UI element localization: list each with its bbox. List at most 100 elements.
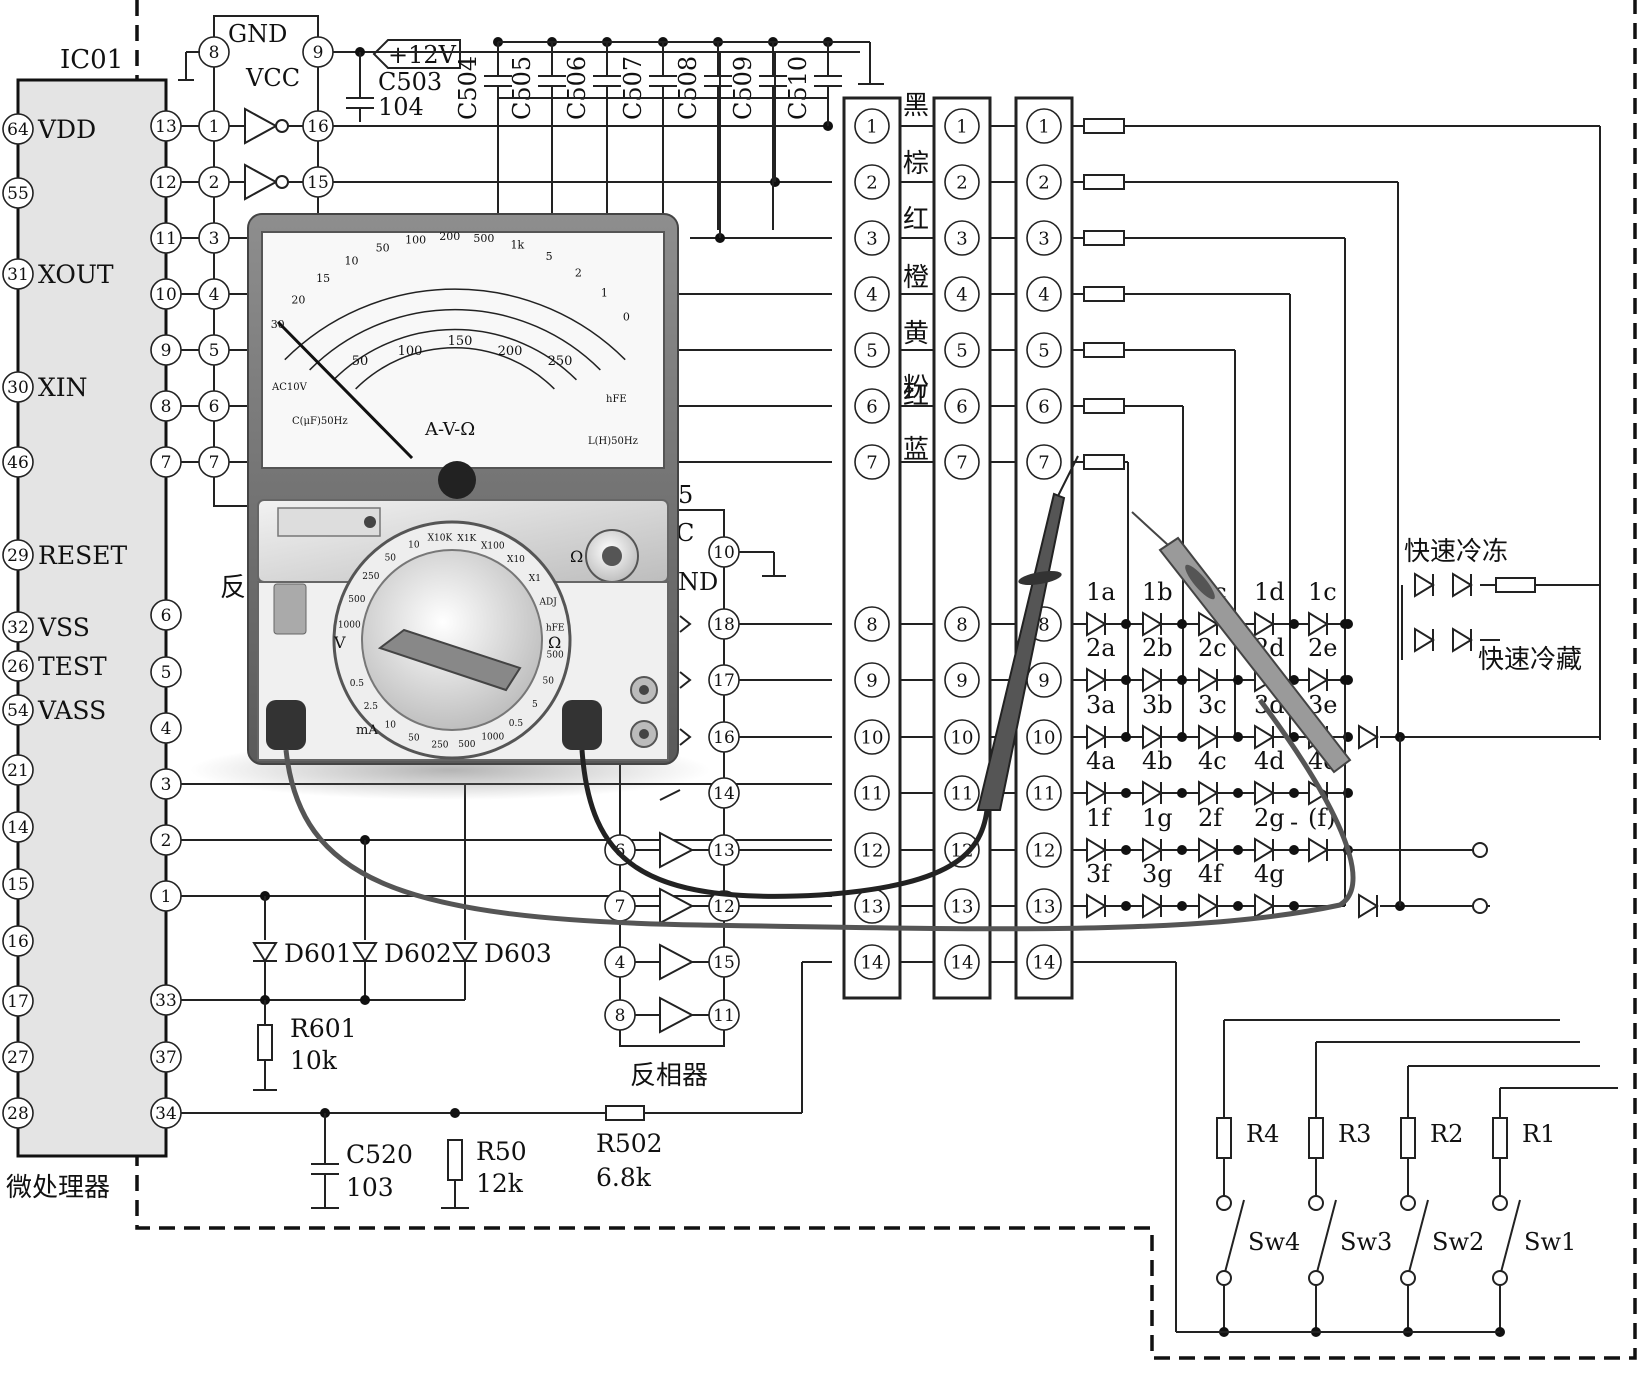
inverter-top-out-pin: 15 <box>302 166 334 198</box>
inverter-bottom-out-pin: 11 <box>708 999 740 1031</box>
range-dial-tick: X10K <box>428 534 453 544</box>
diode-icon <box>1142 780 1163 806</box>
diode-icon <box>1452 572 1473 598</box>
diode-icon <box>1308 837 1329 863</box>
meter-ohm-tick: 1 <box>601 286 608 299</box>
connector-pin-label: 9 <box>1038 670 1049 691</box>
connector-pin-label: 12 <box>861 840 884 861</box>
connector-pin: 5 <box>944 332 980 368</box>
connector-pin-label: 8 <box>866 614 877 635</box>
inverter-top-gnd-pin-label: 8 <box>209 43 220 63</box>
connector-pin: 7 <box>854 444 890 480</box>
meter-label-ac10v: AC10V <box>271 382 308 393</box>
ic01-right-pin: 6 <box>150 599 182 631</box>
inverter-bottom-out-pin: 18 <box>708 608 740 640</box>
ic01-right-pin-label: 4 <box>161 719 172 739</box>
ic01-right-pin: 8 <box>150 390 182 422</box>
diode-icon <box>1254 837 1275 863</box>
switch-label: Sw1 <box>1524 1228 1576 1256</box>
junction-dot <box>450 1108 460 1118</box>
range-dial-tick: ADJ <box>539 598 558 608</box>
inverter-bottom-out-pin: 15 <box>708 946 740 978</box>
range-dial-tick: 0.5 <box>509 719 524 729</box>
meter-scale-arc <box>309 308 601 371</box>
connector-pin-label: 3 <box>956 228 967 249</box>
inverter-top-in-pin-label: 7 <box>209 453 220 473</box>
ic01-left-pin-label: 27 <box>7 1048 29 1068</box>
inverter-top-in-pin: 3 <box>198 222 230 254</box>
inverter-bottom-out-pin-label: 14 <box>713 784 735 804</box>
junction-dot <box>1340 619 1350 629</box>
ic01-right-pin: 1 <box>150 880 182 912</box>
junction-dot <box>1177 675 1187 685</box>
black-probe-guard <box>1018 570 1062 586</box>
connector-pin: 10 <box>854 719 890 755</box>
ic01-left-pin-label: 29 <box>7 546 29 566</box>
ohm-adjust-center <box>602 546 622 566</box>
inverter-bottom-out-pin: 17 <box>708 664 740 696</box>
dial-v-symbol: V <box>333 633 346 652</box>
ic01-left-pin-name: TEST <box>38 652 107 681</box>
switch-label: Sw2 <box>1432 1228 1484 1256</box>
led-label: 3g <box>1142 860 1173 888</box>
connector-pin: 1 <box>1026 108 1062 144</box>
ic01-body <box>16 78 168 1158</box>
connector-pin: 11 <box>944 775 980 811</box>
range-dial-tick: 500 <box>458 740 475 750</box>
connector-pin-label: 14 <box>1033 952 1056 973</box>
ic01-left-pin-label: 28 <box>7 1104 29 1124</box>
connector-pin: 5 <box>854 332 890 368</box>
meter-dc-tick: 250 <box>548 354 573 369</box>
connector-pin: 9 <box>944 662 980 698</box>
connector-pin-label: 13 <box>951 896 974 917</box>
meter-label-cuf: C(μF)50Hz <box>292 416 348 427</box>
switch-resistor-label: R3 <box>1338 1120 1371 1148</box>
switch-contact <box>1492 1270 1508 1286</box>
inverter-bottom-in-pin: 8 <box>604 999 636 1031</box>
connector-pin-label: 13 <box>861 896 884 917</box>
inverter-top-in-pin: 2 <box>198 166 230 198</box>
inverter-bottom-gnd-pin-label: 10 <box>713 543 735 563</box>
cap-c520-ref: C520 <box>346 1140 413 1169</box>
supply-label: +12V <box>388 41 457 69</box>
buffer-gate-icon <box>659 943 695 981</box>
meter-dc-tick: 200 <box>498 344 523 359</box>
inverter-bottom-out-pin-label: 12 <box>713 897 735 917</box>
connector-pin-label: 1 <box>1038 116 1049 137</box>
black-probe-lead <box>579 749 991 899</box>
inverter-top-vcc-pin: 9 <box>302 36 334 68</box>
buffer-gate-icon <box>659 996 695 1034</box>
diode-icon <box>1198 724 1219 750</box>
meter-scale-arc <box>333 328 577 381</box>
cap-ref: C505 <box>508 56 536 120</box>
wire-color-label: 黄 <box>903 319 929 349</box>
inverter-bottom-out-pin: 16 <box>708 721 740 753</box>
connector-pin-label: 3 <box>1038 228 1049 249</box>
led-label: 2e <box>1308 634 1337 662</box>
range-dial-tick: hFE <box>546 624 565 634</box>
range-dial-tick: 10 <box>408 540 420 550</box>
diode-icon <box>1358 893 1379 919</box>
ic01-left-pin-name: XOUT <box>38 260 114 289</box>
connector-pin: 2 <box>854 164 890 200</box>
inverter-bottom-label: 反相器 <box>630 1061 708 1091</box>
fast-freeze-label: 快速冷冻 <box>1404 537 1508 567</box>
connector-pin: 7 <box>944 444 980 480</box>
ic01-left-pin-label: 14 <box>7 818 29 838</box>
ic01-left-pin: 14 <box>2 811 34 843</box>
connector-pin-label: 8 <box>956 614 967 635</box>
segment-resistor <box>1083 286 1125 302</box>
wire-color-label: 橙 <box>903 263 929 293</box>
connector-pin: 1 <box>854 108 890 144</box>
switch-contact <box>1216 1195 1232 1211</box>
cap-ref: C504 <box>454 56 482 120</box>
connector-pin-label: 11 <box>1033 783 1056 804</box>
ic01-left-pin: 15 <box>2 868 34 900</box>
inverter-bottom-out-pin-label: 13 <box>713 841 735 861</box>
connector-pin-label: 8 <box>1038 614 1049 635</box>
ic01-right-pin-label: 6 <box>161 606 172 626</box>
diode-icon <box>252 942 278 963</box>
inverter-bottom-out-pin-label: 11 <box>713 1006 735 1026</box>
connector-pin-label: 2 <box>866 172 877 193</box>
